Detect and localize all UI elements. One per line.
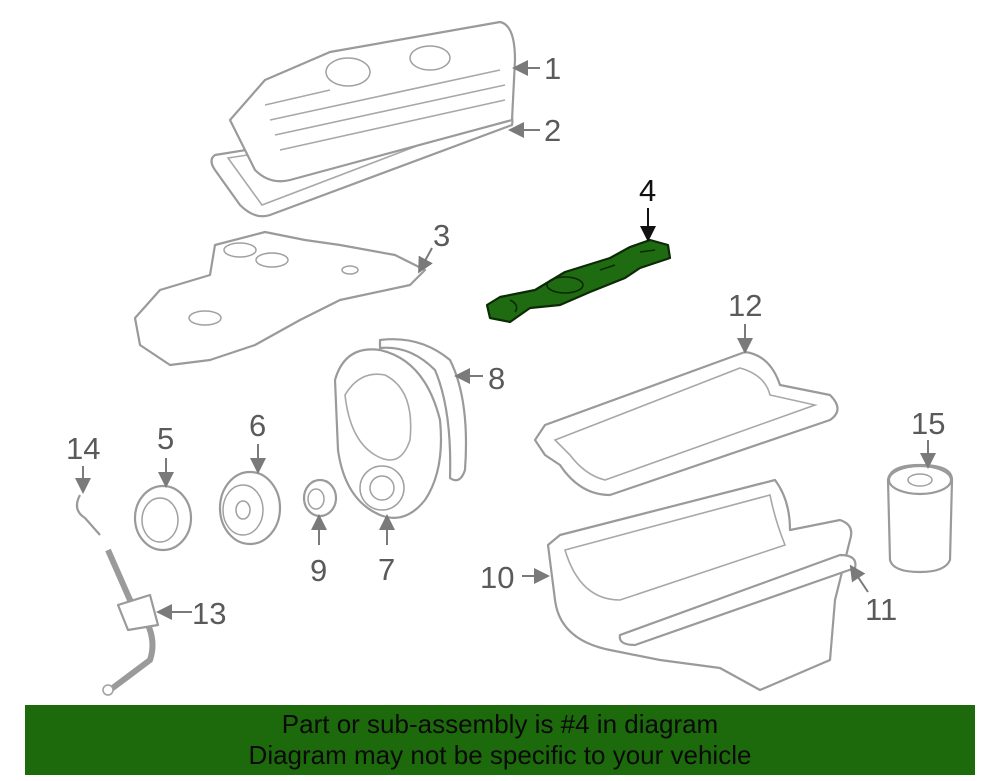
callout-8: 8 — [488, 361, 505, 396]
oil-filter — [886, 463, 954, 574]
callout-13: 13 — [192, 596, 226, 631]
callout-11: 11 — [865, 592, 897, 627]
callout-1: 1 — [544, 51, 561, 86]
timing-cover — [333, 348, 443, 519]
callout-9: 9 — [310, 553, 327, 588]
callout-14: 14 — [66, 431, 100, 466]
balancer-6 — [218, 470, 282, 546]
banner-line-1: Part or sub-assembly is #4 in diagram — [281, 709, 719, 739]
callout-5: 5 — [157, 421, 174, 456]
callout-15: 15 — [911, 406, 945, 441]
oil-pan-gasket — [533, 350, 839, 497]
dipstick-and-tube — [75, 494, 160, 696]
callout-12: 12 — [728, 288, 762, 323]
notice-banner: Part or sub-assembly is #4 in diagram Di… — [25, 705, 975, 775]
highlighted-part-4[interactable] — [485, 238, 672, 324]
callout-2: 2 — [544, 113, 561, 148]
damper-5 — [133, 484, 193, 552]
callout-4[interactable]: 4 — [639, 173, 656, 208]
callout-7: 7 — [378, 552, 395, 587]
leader-lines — [75, 60, 936, 620]
timing-cover-gasket — [378, 338, 468, 482]
callout-10: 10 — [480, 560, 514, 595]
valve-cover — [228, 20, 517, 183]
spacer-9 — [302, 478, 338, 518]
callout-3: 3 — [433, 218, 450, 253]
callout-6: 6 — [249, 408, 266, 443]
banner-line-2: Diagram may not be specific to your vehi… — [248, 740, 752, 770]
